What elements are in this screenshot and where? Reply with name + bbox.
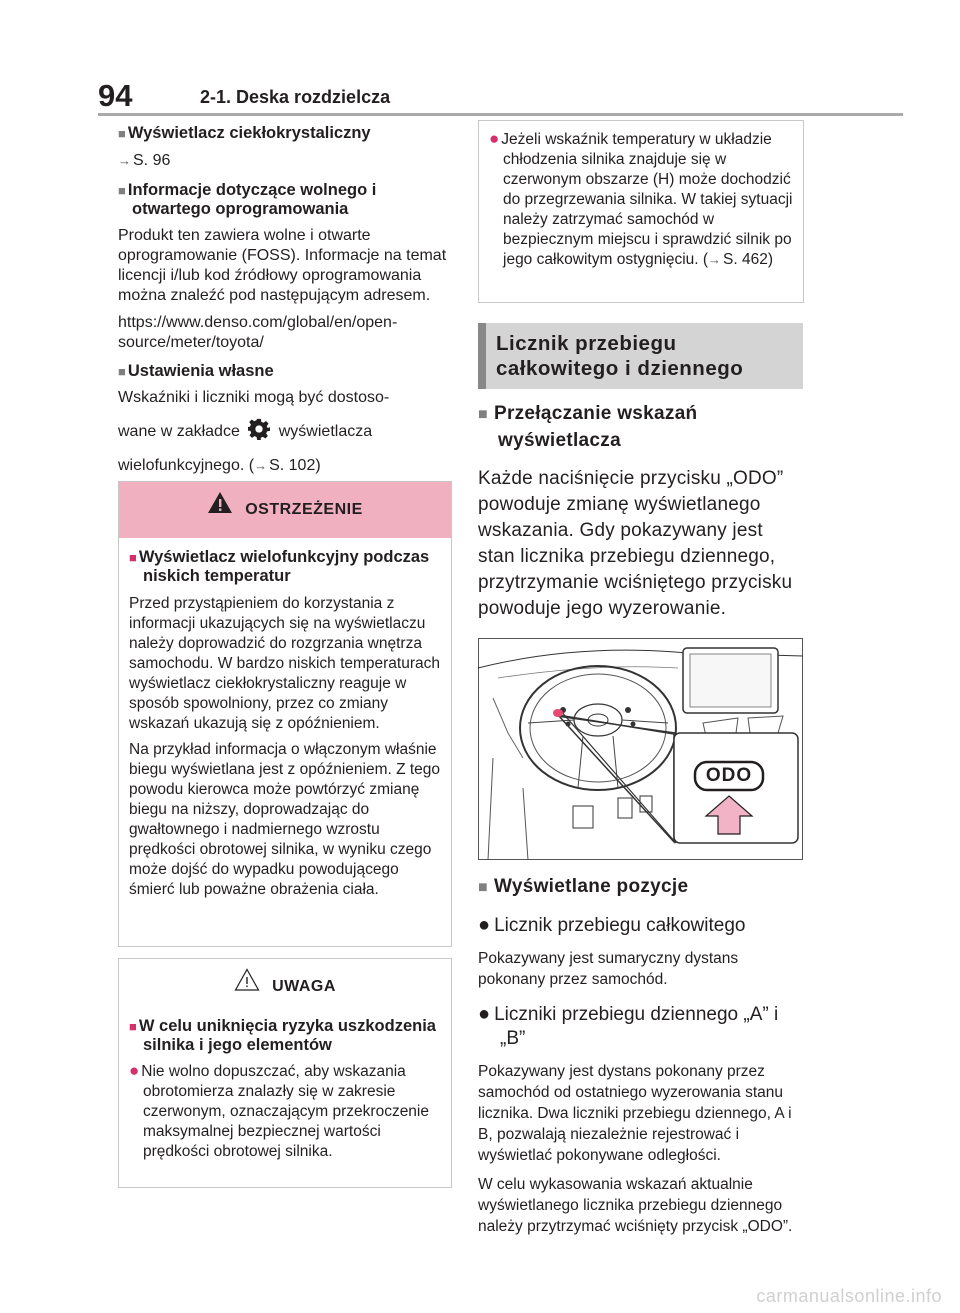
notice-box-continued: ●Jeżeli wskaźnik temperatury w układzie … [478,120,804,303]
arrow-right-icon: → [254,458,268,473]
lcd-ref[interactable]: →S. 96 [118,152,171,169]
left-column: ■Wyświetlacz ciekłokrystaliczny →S. 96 ■… [118,124,453,476]
total-text: Pokazywany jest sumaryczny dystans pokon… [478,950,739,988]
caution-triangle-icon [234,959,260,1015]
warning-heading: ■Wyświetlacz wielofunkcyjny podczas nisk… [129,548,430,585]
odo-button-label[interactable]: ODO [705,765,753,786]
items-heading: ■Wyświetlane pozycje [478,876,689,897]
settings-heading: ■Ustawienia własne [118,362,274,380]
switch-text: Każde naciśnięcie przycisku „ODO” powodu… [478,468,793,619]
warning-para2: Na przykład informacja o włączonym właśn… [129,741,441,898]
lcd-heading: ■Wyświetlacz ciekłokrystaliczny [118,124,371,142]
notice-heading: ■W celu uniknięcia ryzyka uszkodzenia si… [129,1017,436,1054]
gear-icon [247,418,271,446]
trip-text2: W celu wykasowania wskazań aktualnie wyś… [478,1176,793,1235]
watermark: carmanualsonline.info [756,1286,942,1306]
odometer-section: Licznik przebiegu całkowitego i dzienneg… [477,323,804,1237]
section-title: 2-1. Deska rozdzielcza [200,87,391,107]
foss-text: Produkt ten zawiera wolne i otwarte opro… [118,227,447,304]
warning-box: OSTRZEŻENIE ■Wyświetlacz wielofunkcyjny … [118,481,452,947]
arrow-right-icon: → [708,252,722,267]
page-number: 94 [98,78,133,113]
odometer-section-title: Licznik przebiegu całkowitego i dzienneg… [478,323,803,389]
warning-header: OSTRZEŻENIE [119,482,451,538]
warning-triangle-icon [207,482,233,538]
foss-url[interactable]: https://www.denso.com/global/en/open-sou… [118,314,398,351]
header-rule [98,113,903,116]
notice-bullet2[interactable]: ●Jeżeli wskaźnik temperatury w układzie … [489,129,793,268]
notice-header: UWAGA [119,959,451,1015]
total-heading: ●Licznik przebiegu całkowitego [478,914,746,936]
trip-text1: Pokazywany jest dystans pokonany przez s… [478,1063,792,1164]
settings-line3[interactable]: wielofunkcyjnego. (→S. 102) [118,457,321,474]
dashboard-illustration: ODO [477,638,804,861]
settings-line2: wane w zakładce wyświetlacza [118,418,453,446]
warning-para1: Przed przystąpieniem do korzystania z in… [129,595,441,732]
notice-box: UWAGA ■W celu uniknięcia ryzyka uszkodze… [118,958,452,1188]
settings-line1: Wskaźniki i liczniki mogą być dostoso- [118,389,390,406]
switch-heading: ■Przełączanie wskazań wyświetlacza [478,403,698,451]
arrow-right-icon: → [118,153,131,168]
trip-heading: ●Liczniki przebiegu dziennego „A” i „B” [478,1003,779,1049]
foss-heading: ■Informacje dotyczące wolnego i otwarteg… [118,181,377,218]
notice-bullet1: ●Nie wolno dopuszczać, aby wskazania obr… [129,1061,429,1160]
